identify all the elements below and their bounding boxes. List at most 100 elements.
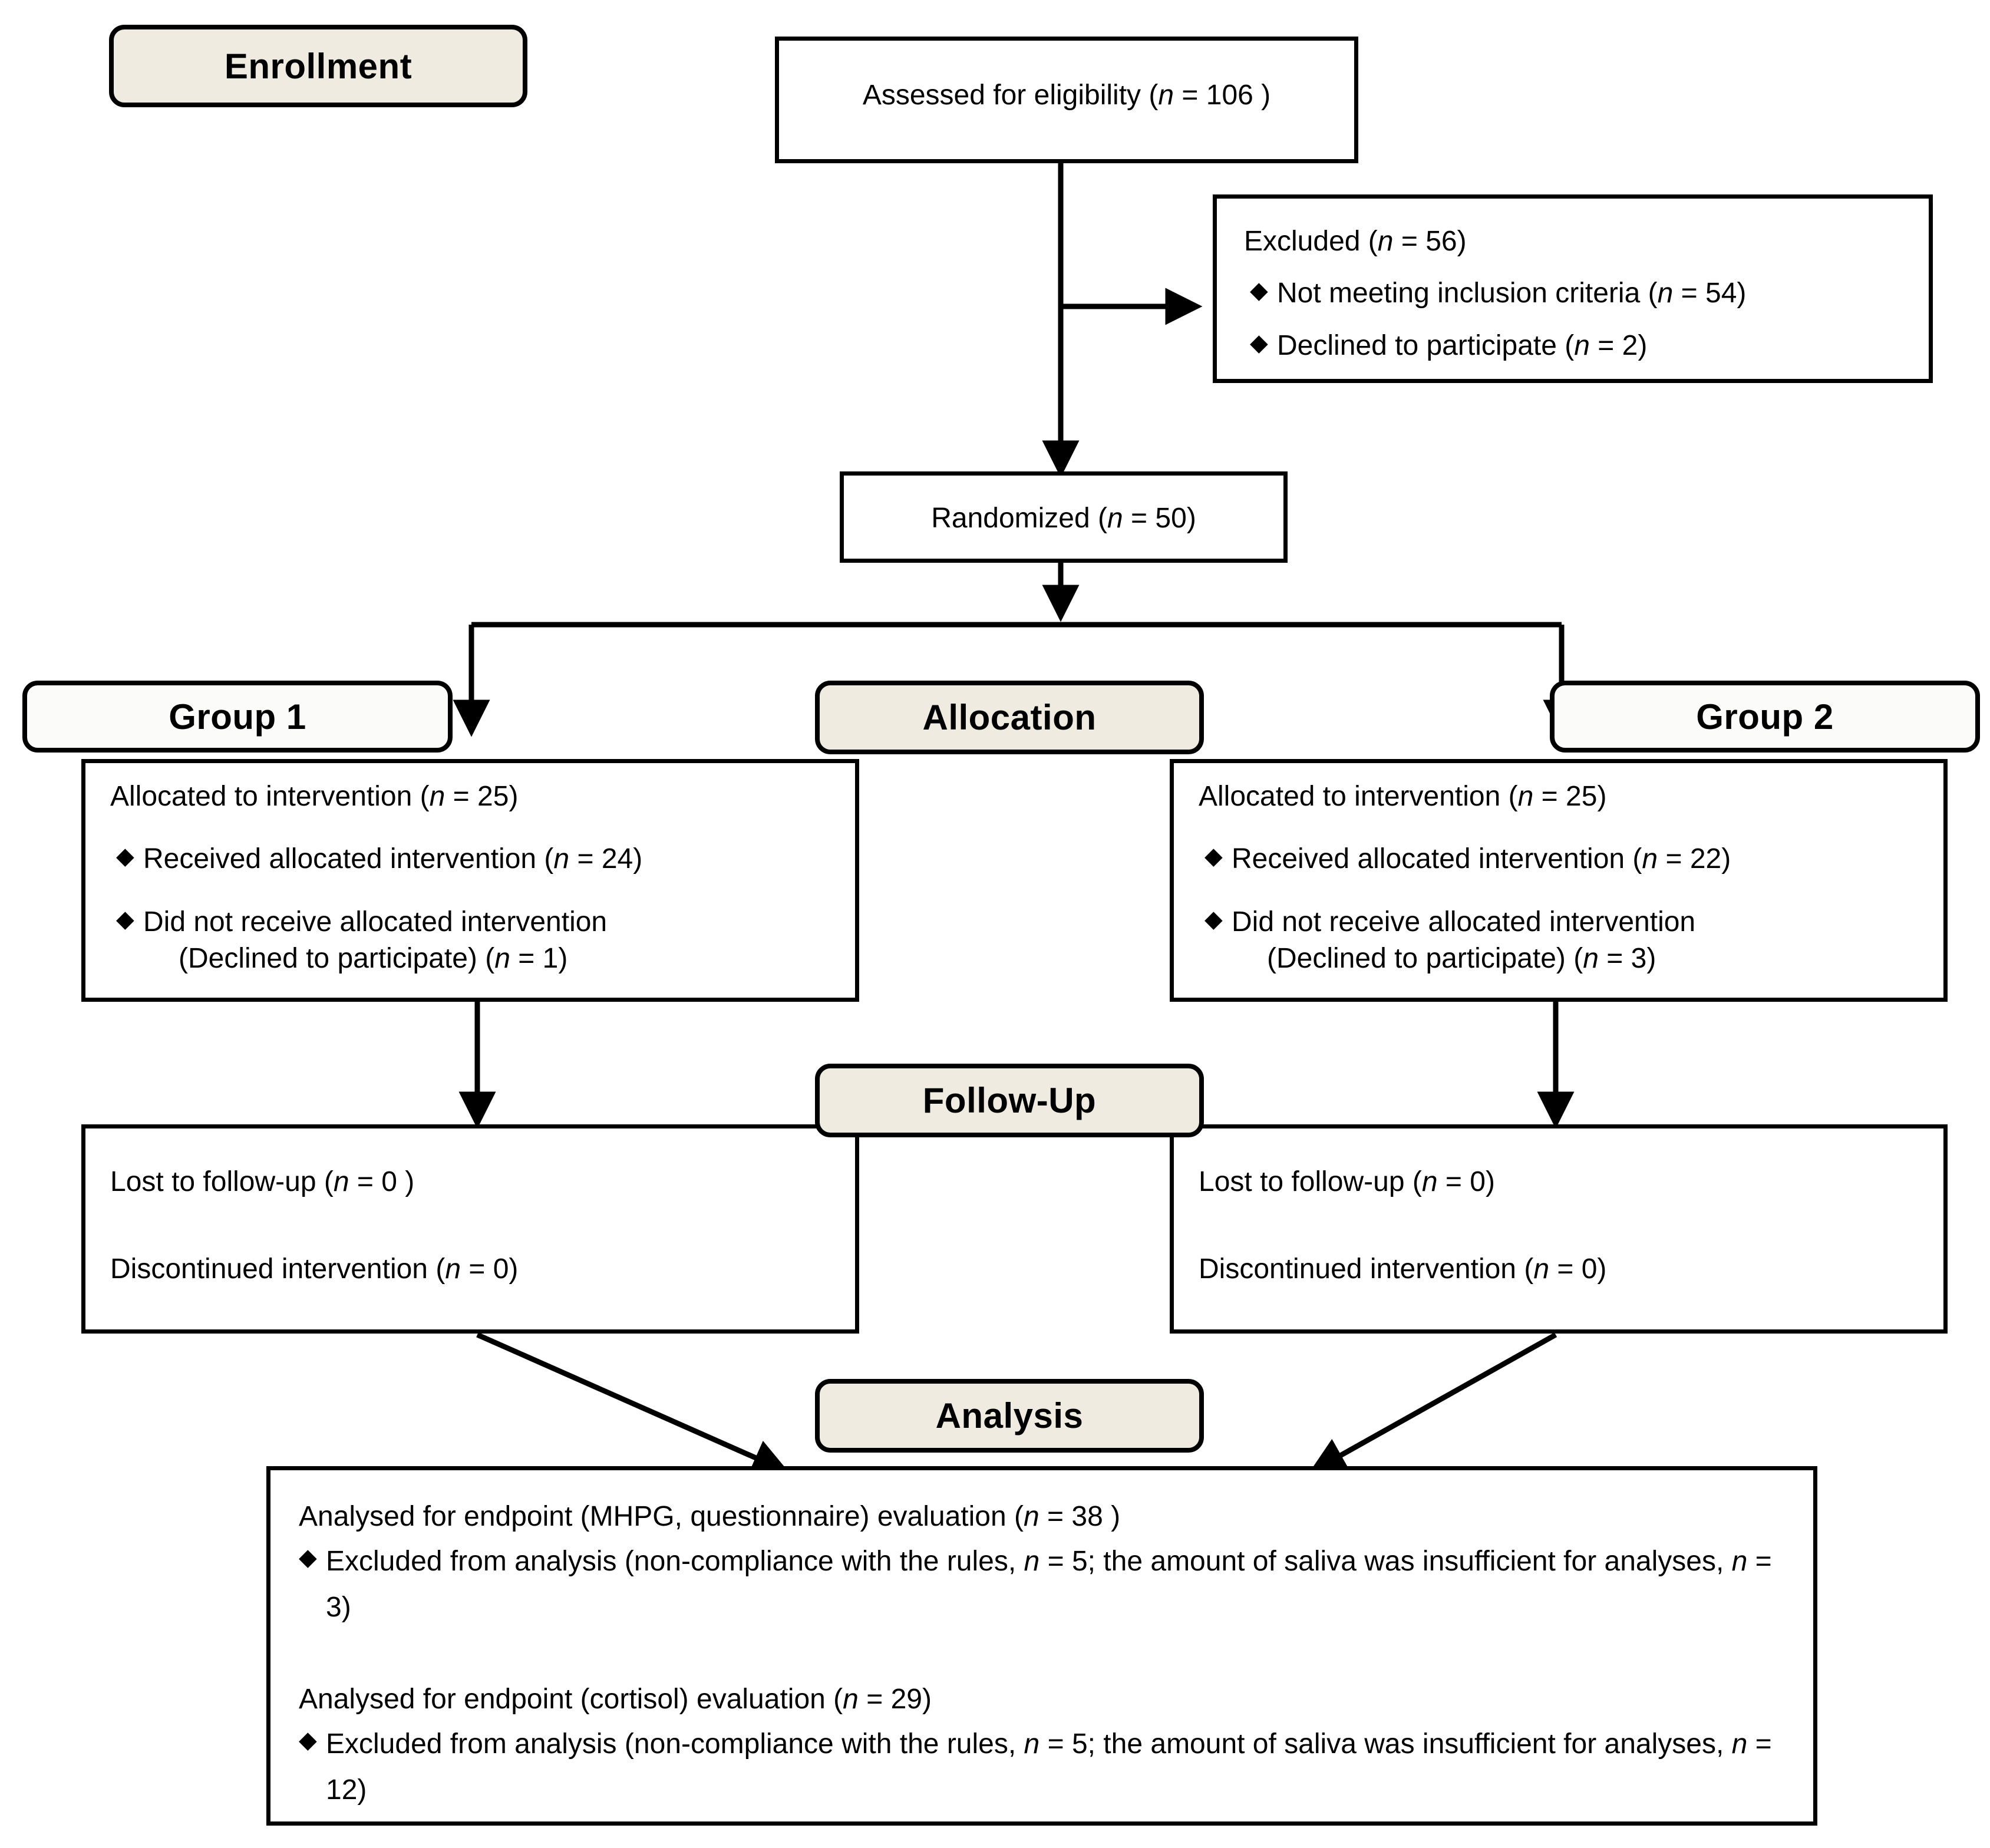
box-analysis: Analysed for endpoint (MHPG, questionnai… bbox=[266, 1466, 1817, 1826]
analysis-mhpg-n-symbol: n bbox=[1024, 1501, 1039, 1532]
allocation-left-item-not-received-detail: (Declined to participate) (n = 1) bbox=[110, 940, 846, 977]
box-followup-group-2: Lost to follow-up (n = 0) Discontinued i… bbox=[1170, 1124, 1948, 1334]
followup-right-discontinued: Discontinued intervention (n = 0) bbox=[1199, 1251, 1934, 1288]
followup-right-disc-n-symbol: n bbox=[1533, 1253, 1550, 1285]
analysis-cortisol-heading: Analysed for endpoint (cortisol) evaluat… bbox=[299, 1681, 1778, 1718]
analysis-mhpg-heading-label: Analysed for endpoint (MHPG, questionnai… bbox=[299, 1501, 1024, 1532]
diamond-bullet-icon: ◆ bbox=[116, 843, 134, 870]
analysis-mhpg-noncompliance-n-symbol: n bbox=[1024, 1546, 1040, 1578]
analysis-block-mhpg: Analysed for endpoint (MHPG, questionnai… bbox=[299, 1499, 1778, 1631]
analysis-mhpg-saliva-n-symbol: n bbox=[1731, 1546, 1748, 1578]
allocation-right-not-received-label: Did not receive allocated intervention bbox=[1232, 906, 1696, 938]
stage-label-allocation: Allocation bbox=[815, 681, 1204, 754]
allocation-right-n-symbol: n bbox=[1517, 781, 1534, 812]
diamond-bullet-icon: ◆ bbox=[1250, 329, 1268, 356]
randomized-n-value: = 50) bbox=[1123, 503, 1196, 534]
allocation-right-item-not-received-detail: (Declined to participate) (n = 3) bbox=[1199, 940, 1934, 977]
analysis-mhpg-n-value: = 38 ) bbox=[1039, 1501, 1121, 1532]
edge-followup-right-to-analysis bbox=[1308, 1332, 1557, 1474]
followup-left-disc-label: Discontinued intervention ( bbox=[110, 1253, 445, 1285]
allocation-left-heading-label: Allocated to intervention ( bbox=[110, 781, 430, 812]
diamond-bullet-icon: ◆ bbox=[1250, 278, 1268, 304]
allocation-left-received-n-value: = 24) bbox=[569, 843, 643, 875]
followup-right-content: Lost to follow-up (n = 0) Discontinued i… bbox=[1199, 1164, 1934, 1288]
randomized-text: Randomized (n = 50) bbox=[844, 500, 1283, 537]
stage-label-enrollment-text: Enrollment bbox=[224, 46, 412, 86]
followup-right-lost-label: Lost to follow-up ( bbox=[1199, 1166, 1422, 1197]
group-1-label-text: Group 1 bbox=[169, 697, 306, 737]
analysis-mhpg-noncompliance-n-value: = 5; the amount of saliva was insufficie… bbox=[1039, 1546, 1732, 1578]
stage-label-followup: Follow-Up bbox=[815, 1064, 1204, 1137]
analysis-mhpg-excluded: ◆ Excluded from analysis (non-compliance… bbox=[299, 1539, 1778, 1631]
allocation-right-received-n-value: = 22) bbox=[1658, 843, 1731, 875]
allocation-left-content: Allocated to intervention (n = 25) ◆ Rec… bbox=[110, 778, 846, 978]
followup-right-disc-n-value: = 0) bbox=[1549, 1253, 1607, 1285]
excluded-reason-1-n-value: = 2) bbox=[1589, 329, 1648, 361]
diamond-bullet-icon: ◆ bbox=[1204, 843, 1223, 870]
allocation-right-received-n-symbol: n bbox=[1642, 843, 1658, 875]
analysis-cortisol-heading-label: Analysed for endpoint (cortisol) evaluat… bbox=[299, 1683, 843, 1715]
stage-label-followup-text: Follow-Up bbox=[922, 1081, 1097, 1120]
followup-left-disc-n-value: = 0) bbox=[461, 1253, 519, 1285]
analysis-mhpg-heading: Analysed for endpoint (MHPG, questionnai… bbox=[299, 1499, 1778, 1535]
box-allocation-group-1: Allocated to intervention (n = 25) ◆ Rec… bbox=[81, 759, 859, 1002]
excluded-reason-0-n-symbol: n bbox=[1657, 278, 1674, 309]
stage-label-group-1: Group 1 bbox=[22, 681, 453, 753]
followup-left-content: Lost to follow-up (n = 0 ) Discontinued … bbox=[110, 1164, 846, 1288]
assessed-for-eligibility-text: Assessed for eligibility (n = 106 ) bbox=[779, 77, 1354, 114]
followup-left-lost: Lost to follow-up (n = 0 ) bbox=[110, 1164, 846, 1200]
allocation-left-n-value: = 25) bbox=[445, 781, 519, 812]
allocation-right-n-value: = 25) bbox=[1533, 781, 1607, 812]
excluded-reason-0-label: Not meeting inclusion criteria ( bbox=[1277, 278, 1658, 309]
randomized-n-symbol: n bbox=[1107, 503, 1123, 534]
excluded-n-symbol: n bbox=[1377, 226, 1394, 257]
analysis-cortisol-excluded-label: Excluded from analysis (non-compliance w… bbox=[326, 1728, 1024, 1760]
stage-label-allocation-text: Allocation bbox=[922, 698, 1097, 737]
assessed-label: Assessed for eligibility ( bbox=[862, 80, 1159, 111]
diamond-bullet-icon: ◆ bbox=[1204, 906, 1223, 932]
allocation-left-declined-n-value: = 1) bbox=[510, 943, 568, 975]
analysis-cortisol-n-symbol: n bbox=[843, 1683, 859, 1715]
followup-left-discontinued: Discontinued intervention (n = 0) bbox=[110, 1251, 846, 1288]
analysis-cortisol-noncompliance-n-symbol: n bbox=[1024, 1728, 1040, 1760]
allocation-left-received-n-symbol: n bbox=[553, 843, 570, 875]
followup-right-disc-label: Discontinued intervention ( bbox=[1199, 1253, 1534, 1285]
assessed-n-symbol: n bbox=[1158, 80, 1174, 111]
diamond-bullet-icon: ◆ bbox=[116, 906, 134, 932]
edge-followup-left-to-analysis bbox=[476, 1332, 790, 1475]
excluded-reason-1-label: Declined to participate ( bbox=[1277, 329, 1575, 361]
analysis-cortisol-noncompliance-n-value: = 5; the amount of saliva was insufficie… bbox=[1039, 1728, 1732, 1760]
allocation-right-heading: Allocated to intervention (n = 25) bbox=[1199, 778, 1934, 815]
assessed-n-value: = 106 ) bbox=[1174, 80, 1271, 111]
analysis-cortisol-excluded: ◆ Excluded from analysis (non-compliance… bbox=[299, 1721, 1778, 1813]
analysis-cortisol-saliva-n-symbol: n bbox=[1731, 1728, 1748, 1760]
followup-right-lost: Lost to follow-up (n = 0) bbox=[1199, 1164, 1934, 1200]
followup-left-lost-n-symbol: n bbox=[333, 1166, 349, 1197]
stage-label-analysis: Analysis bbox=[815, 1379, 1204, 1453]
allocation-left-item-not-received: ◆ Did not receive allocated intervention bbox=[110, 904, 846, 940]
excluded-reason-1-n-symbol: n bbox=[1574, 329, 1590, 361]
stage-label-analysis-text: Analysis bbox=[935, 1396, 1084, 1436]
excluded-reason-item: ◆ Not meeting inclusion criteria (n = 54… bbox=[1244, 275, 1917, 312]
excluded-content: Excluded (n = 56) ◆ Not meeting inclusio… bbox=[1244, 223, 1917, 364]
analysis-block-cortisol: Analysed for endpoint (cortisol) evaluat… bbox=[299, 1681, 1778, 1813]
allocation-left-n-symbol: n bbox=[429, 781, 445, 812]
analysis-cortisol-n-value: = 29) bbox=[858, 1683, 932, 1715]
allocation-left-not-received-label: Did not receive allocated intervention bbox=[143, 906, 608, 938]
stage-label-enrollment: Enrollment bbox=[109, 25, 527, 107]
followup-left-lost-n-value: = 0 ) bbox=[349, 1166, 415, 1197]
excluded-reason-item: ◆ Declined to participate (n = 2) bbox=[1244, 328, 1917, 364]
diamond-bullet-icon: ◆ bbox=[299, 1545, 317, 1571]
allocation-right-declined-label: (Declined to participate) ( bbox=[1267, 943, 1583, 975]
allocation-left-received-label: Received allocated intervention ( bbox=[143, 843, 554, 875]
allocation-right-received-label: Received allocated intervention ( bbox=[1232, 843, 1642, 875]
followup-left-lost-label: Lost to follow-up ( bbox=[110, 1166, 334, 1197]
box-excluded: Excluded (n = 56) ◆ Not meeting inclusio… bbox=[1213, 194, 1933, 383]
randomized-label: Randomized ( bbox=[931, 503, 1108, 534]
diamond-bullet-icon: ◆ bbox=[299, 1727, 317, 1754]
stage-label-group-2: Group 2 bbox=[1550, 681, 1980, 753]
group-2-label-text: Group 2 bbox=[1696, 697, 1834, 737]
allocation-right-content: Allocated to intervention (n = 25) ◆ Rec… bbox=[1199, 778, 1934, 978]
box-allocation-group-2: Allocated to intervention (n = 25) ◆ Rec… bbox=[1170, 759, 1948, 1002]
